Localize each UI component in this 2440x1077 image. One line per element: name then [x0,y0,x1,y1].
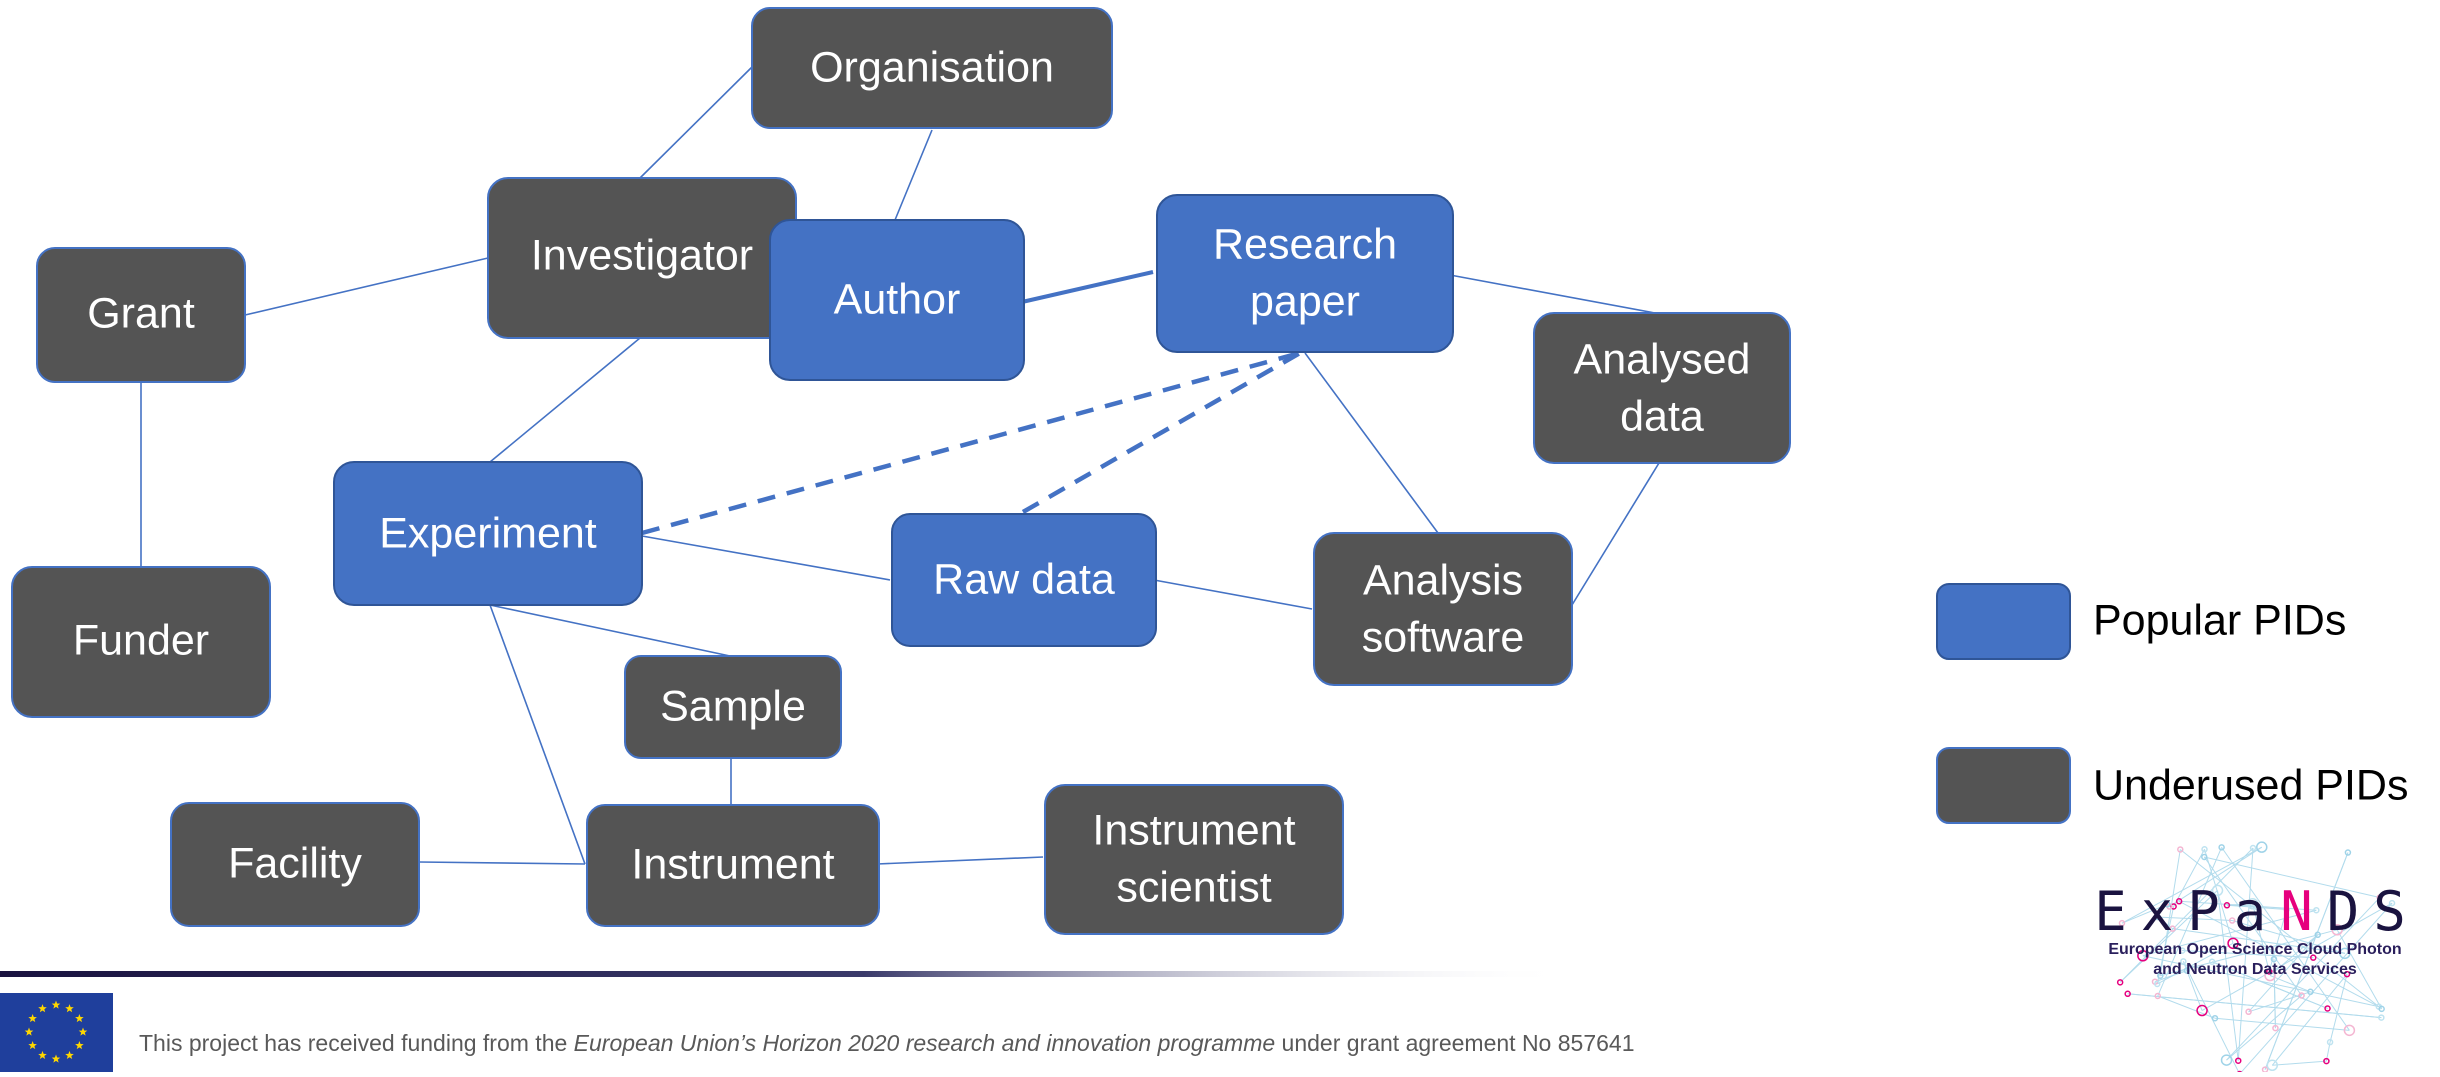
logo-dot-icon [2202,847,2207,852]
edge-raw-data-research-paper [1023,353,1300,512]
node-research-paper-label-line1: Research [1213,220,1397,268]
eu-star-icon [65,1004,74,1012]
funding-programme: European Union’s Horizon 2020 research a… [574,1030,1276,1056]
node-analysis-software-label-line1: Analysis [1363,556,1523,604]
edge-research-paper-analysis-software [1305,353,1438,533]
eu-star-icon [79,1028,88,1036]
edge-experiment-instrument [490,605,585,864]
node-analysed-data-label-line1: Analysed [1574,335,1751,383]
expands-word-part3: DS [2327,880,2420,943]
node-instrument-scientist-label-line1: Instrument [1092,806,1295,854]
node-experiment[interactable]: Experiment [334,462,642,605]
eu-flag-logo [0,993,113,1072]
node-investigator-label: Investigator [531,231,753,279]
node-sample[interactable]: Sample [625,656,841,758]
node-raw-data[interactable]: Raw data [892,514,1156,646]
edge-investigator-experiment [490,338,640,462]
node-raw-data-label: Raw data [933,555,1115,603]
funding-suffix: under grant agreement No 857641 [1275,1030,1634,1056]
node-author-label: Author [834,275,961,323]
node-investigator[interactable]: Investigator [488,178,796,338]
eu-star-icon [38,1004,47,1012]
eu-star-icon [75,1014,84,1022]
node-facility[interactable]: Facility [171,803,419,926]
funding-statement: This project has received funding from t… [139,1030,1634,1057]
legend-popular-label: Popular PIDs [2093,596,2346,644]
legend: Popular PIDs Underused PIDs [1937,584,2409,823]
node-grant[interactable]: Grant [37,248,245,382]
edge-instrument-instrument-scientist [877,857,1043,864]
eu-star-icon [38,1051,47,1059]
expands-subtitle-line2: and Neutron Data Services [2070,960,2440,980]
node-instrument-scientist[interactable]: Instrument scientist [1045,785,1343,934]
eu-star-icon [52,1055,61,1063]
node-sample-label: Sample [660,682,806,730]
edge-grant-investigator [245,258,488,315]
node-analysed-data[interactable]: Analysed data [1534,313,1790,463]
eu-star-icon [52,1001,61,1009]
eu-star-icon [25,1028,34,1036]
node-analysis-software[interactable]: Analysis software [1314,533,1572,685]
eu-star-icon [28,1014,37,1022]
logo-dot-icon [2325,1006,2330,1011]
node-analysed-data-label-line2: data [1620,392,1704,440]
expands-subtitle-line1: European Open Science Cloud Photon [2070,940,2440,960]
node-research-paper[interactable]: Research paper [1157,195,1453,352]
edge-author-organisation [895,130,932,220]
node-instrument[interactable]: Instrument [587,805,879,926]
node-author[interactable]: Author [770,220,1024,380]
legend-popular-swatch [1937,584,2070,659]
edge-research-paper-analysed-data [1450,275,1655,313]
node-instrument-label: Instrument [631,840,834,888]
node-organisation[interactable]: Organisation [752,8,1112,128]
edge-raw-data-analysis-software [1154,580,1312,609]
edge-author-research-paper [1022,272,1153,302]
legend-underused-swatch [1937,748,2070,823]
edge-experiment-sample [490,605,730,656]
node-experiment-label: Experiment [379,509,597,557]
footer-divider [0,971,1570,977]
eu-star-icon [28,1041,37,1049]
node-facility-label: Facility [228,839,362,887]
edge-facility-instrument [419,862,585,864]
node-instrument-scientist-label-line2: scientist [1116,863,1271,911]
funding-prefix: This project has received funding from t… [139,1030,574,1056]
edge-investigator-organisation [640,67,752,178]
expands-logo: ExPaNDS European Open Science Cloud Phot… [2070,800,2440,1072]
eu-star-icon [75,1041,84,1049]
nodes: Organisation Investigator Grant Author R… [12,8,1790,934]
eu-star-icon [65,1051,74,1059]
node-organisation-label: Organisation [810,43,1054,91]
expands-wordmark: ExPaNDS [2082,880,2432,943]
node-research-paper-label-line2: paper [1250,277,1360,325]
node-funder-label: Funder [73,616,209,664]
edge-experiment-raw-data [642,536,890,580]
edge-analysed-data-analysis-software [1572,463,1659,605]
node-funder[interactable]: Funder [12,567,270,717]
expands-word-part1: ExPa [2094,880,2280,943]
expands-word-part2: N [2280,880,2327,943]
node-grant-label: Grant [87,289,195,337]
node-analysis-software-label-line2: software [1362,613,1525,661]
